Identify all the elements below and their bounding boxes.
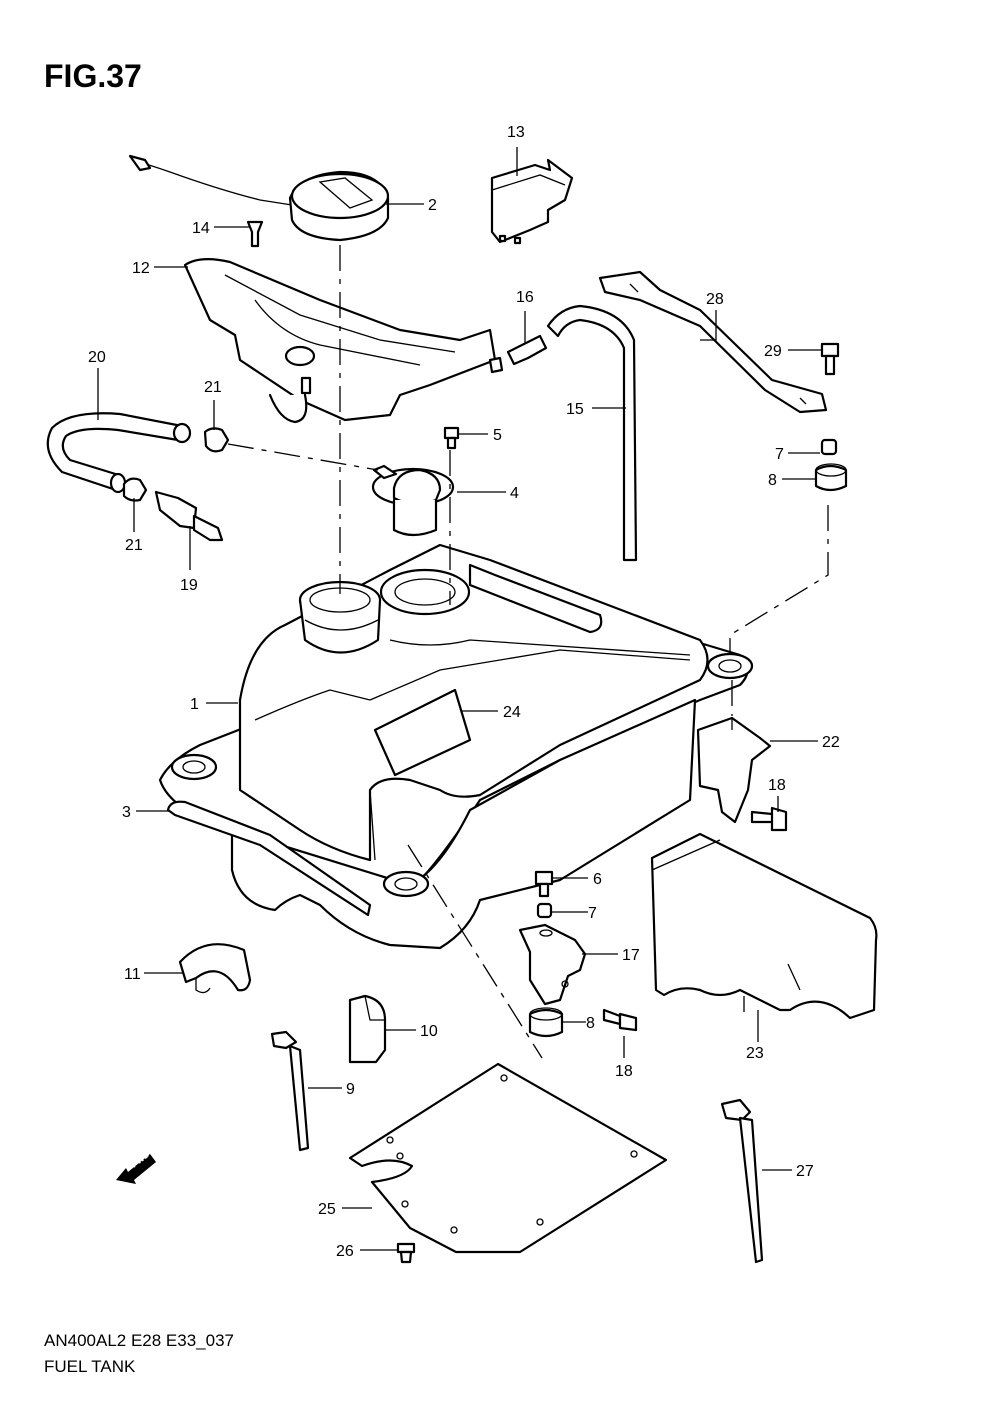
callout-6[interactable]: 6	[593, 871, 602, 888]
rivet-26-part[interactable]	[396, 1242, 416, 1264]
callout-labels: 1 2 3 4 5 6 7 7 8 8 9 10 11 12 13 14 15 …	[88, 124, 840, 1260]
hose-15-part[interactable]	[546, 304, 638, 562]
callout-7-lower[interactable]: 7	[588, 905, 597, 922]
caution-label-part[interactable]	[373, 688, 472, 777]
filler-cover-part[interactable]	[183, 258, 504, 424]
joint-16-part[interactable]	[506, 334, 548, 366]
callout-13[interactable]: 13	[507, 124, 525, 141]
callout-4[interactable]: 4	[510, 485, 519, 502]
bracket-28-part[interactable]	[598, 270, 828, 414]
callout-10[interactable]: 10	[420, 1023, 438, 1040]
bolt-18-lower-part[interactable]	[602, 1008, 638, 1032]
bolt-6-part[interactable]	[534, 870, 554, 898]
callout-9[interactable]: 9	[346, 1081, 355, 1098]
callout-3[interactable]: 3	[122, 804, 131, 821]
assembly-lines	[227, 245, 829, 1059]
callout-18-upper[interactable]: 18	[768, 777, 786, 794]
clip-14-part[interactable]	[246, 220, 264, 248]
bracket-17-part[interactable]	[518, 923, 587, 1006]
cushion-8-lower-part[interactable]	[528, 1007, 564, 1038]
heat-shield-23-part[interactable]	[650, 832, 878, 1020]
collar-7-lower-part[interactable]	[536, 902, 553, 919]
collar-7-upper-part[interactable]	[820, 438, 838, 456]
tie-9-part[interactable]	[270, 1030, 310, 1152]
callout-21-lower[interactable]: 21	[125, 537, 143, 554]
callout-8-lower[interactable]: 8	[586, 1015, 595, 1032]
clamp-21-upper-part[interactable]	[203, 427, 230, 453]
callout-17[interactable]: 17	[622, 947, 640, 964]
callout-5[interactable]: 5	[493, 427, 502, 444]
figure-title: FIG.37	[44, 58, 142, 94]
callout-20[interactable]: 20	[88, 349, 106, 366]
leader-lines	[97, 147, 822, 1251]
callout-21-upper[interactable]: 21	[204, 379, 222, 396]
pump-cap-4-part[interactable]	[371, 464, 455, 537]
model-code: AN400AL2 E28 E33_037	[44, 1331, 234, 1350]
bolt-18-upper-part[interactable]	[750, 806, 788, 832]
callout-18-lower[interactable]: 18	[615, 1063, 633, 1080]
section-name: FUEL TANK	[44, 1357, 136, 1376]
callout-8-upper[interactable]: 8	[768, 472, 777, 489]
callout-19[interactable]: 19	[180, 577, 198, 594]
fuel-cap-part[interactable]	[128, 154, 390, 242]
cover-13-part[interactable]	[490, 158, 574, 245]
callout-2[interactable]: 2	[428, 197, 437, 214]
tie-27-part[interactable]	[720, 1098, 764, 1264]
valve-19-part[interactable]	[154, 490, 224, 542]
callout-11[interactable]: 11	[124, 966, 141, 983]
screw-5-part[interactable]	[443, 426, 460, 450]
callout-12[interactable]: 12	[132, 260, 150, 277]
clamp-21-lower-part[interactable]	[122, 477, 148, 502]
callout-16[interactable]: 16	[516, 289, 534, 306]
bolt-29-part[interactable]	[820, 342, 840, 376]
callout-25[interactable]: 25	[318, 1201, 336, 1218]
callout-28[interactable]: 28	[706, 291, 724, 308]
cushion-strip-part[interactable]	[166, 800, 372, 917]
callout-15[interactable]: 15	[566, 401, 584, 418]
plate-25-part[interactable]	[348, 1062, 668, 1254]
cushion-8-upper-part[interactable]	[814, 463, 848, 492]
callout-27[interactable]: 27	[796, 1163, 814, 1180]
callout-26[interactable]: 26	[336, 1243, 354, 1260]
breather-hose-20-part[interactable]	[46, 412, 192, 494]
forward-arrow-icon: FWD	[116, 1149, 156, 1184]
callout-14[interactable]: 14	[192, 220, 210, 237]
callout-7-upper[interactable]: 7	[775, 446, 784, 463]
bracket-22-part[interactable]	[696, 716, 772, 824]
callout-29[interactable]: 29	[764, 343, 782, 360]
cushion-11-part[interactable]	[178, 943, 252, 994]
callout-22[interactable]: 22	[822, 734, 840, 751]
callout-1[interactable]: 1	[190, 696, 199, 713]
callout-23[interactable]: 23	[746, 1045, 764, 1062]
callout-24[interactable]: 24	[503, 704, 521, 721]
cover-10-part[interactable]	[348, 994, 387, 1064]
